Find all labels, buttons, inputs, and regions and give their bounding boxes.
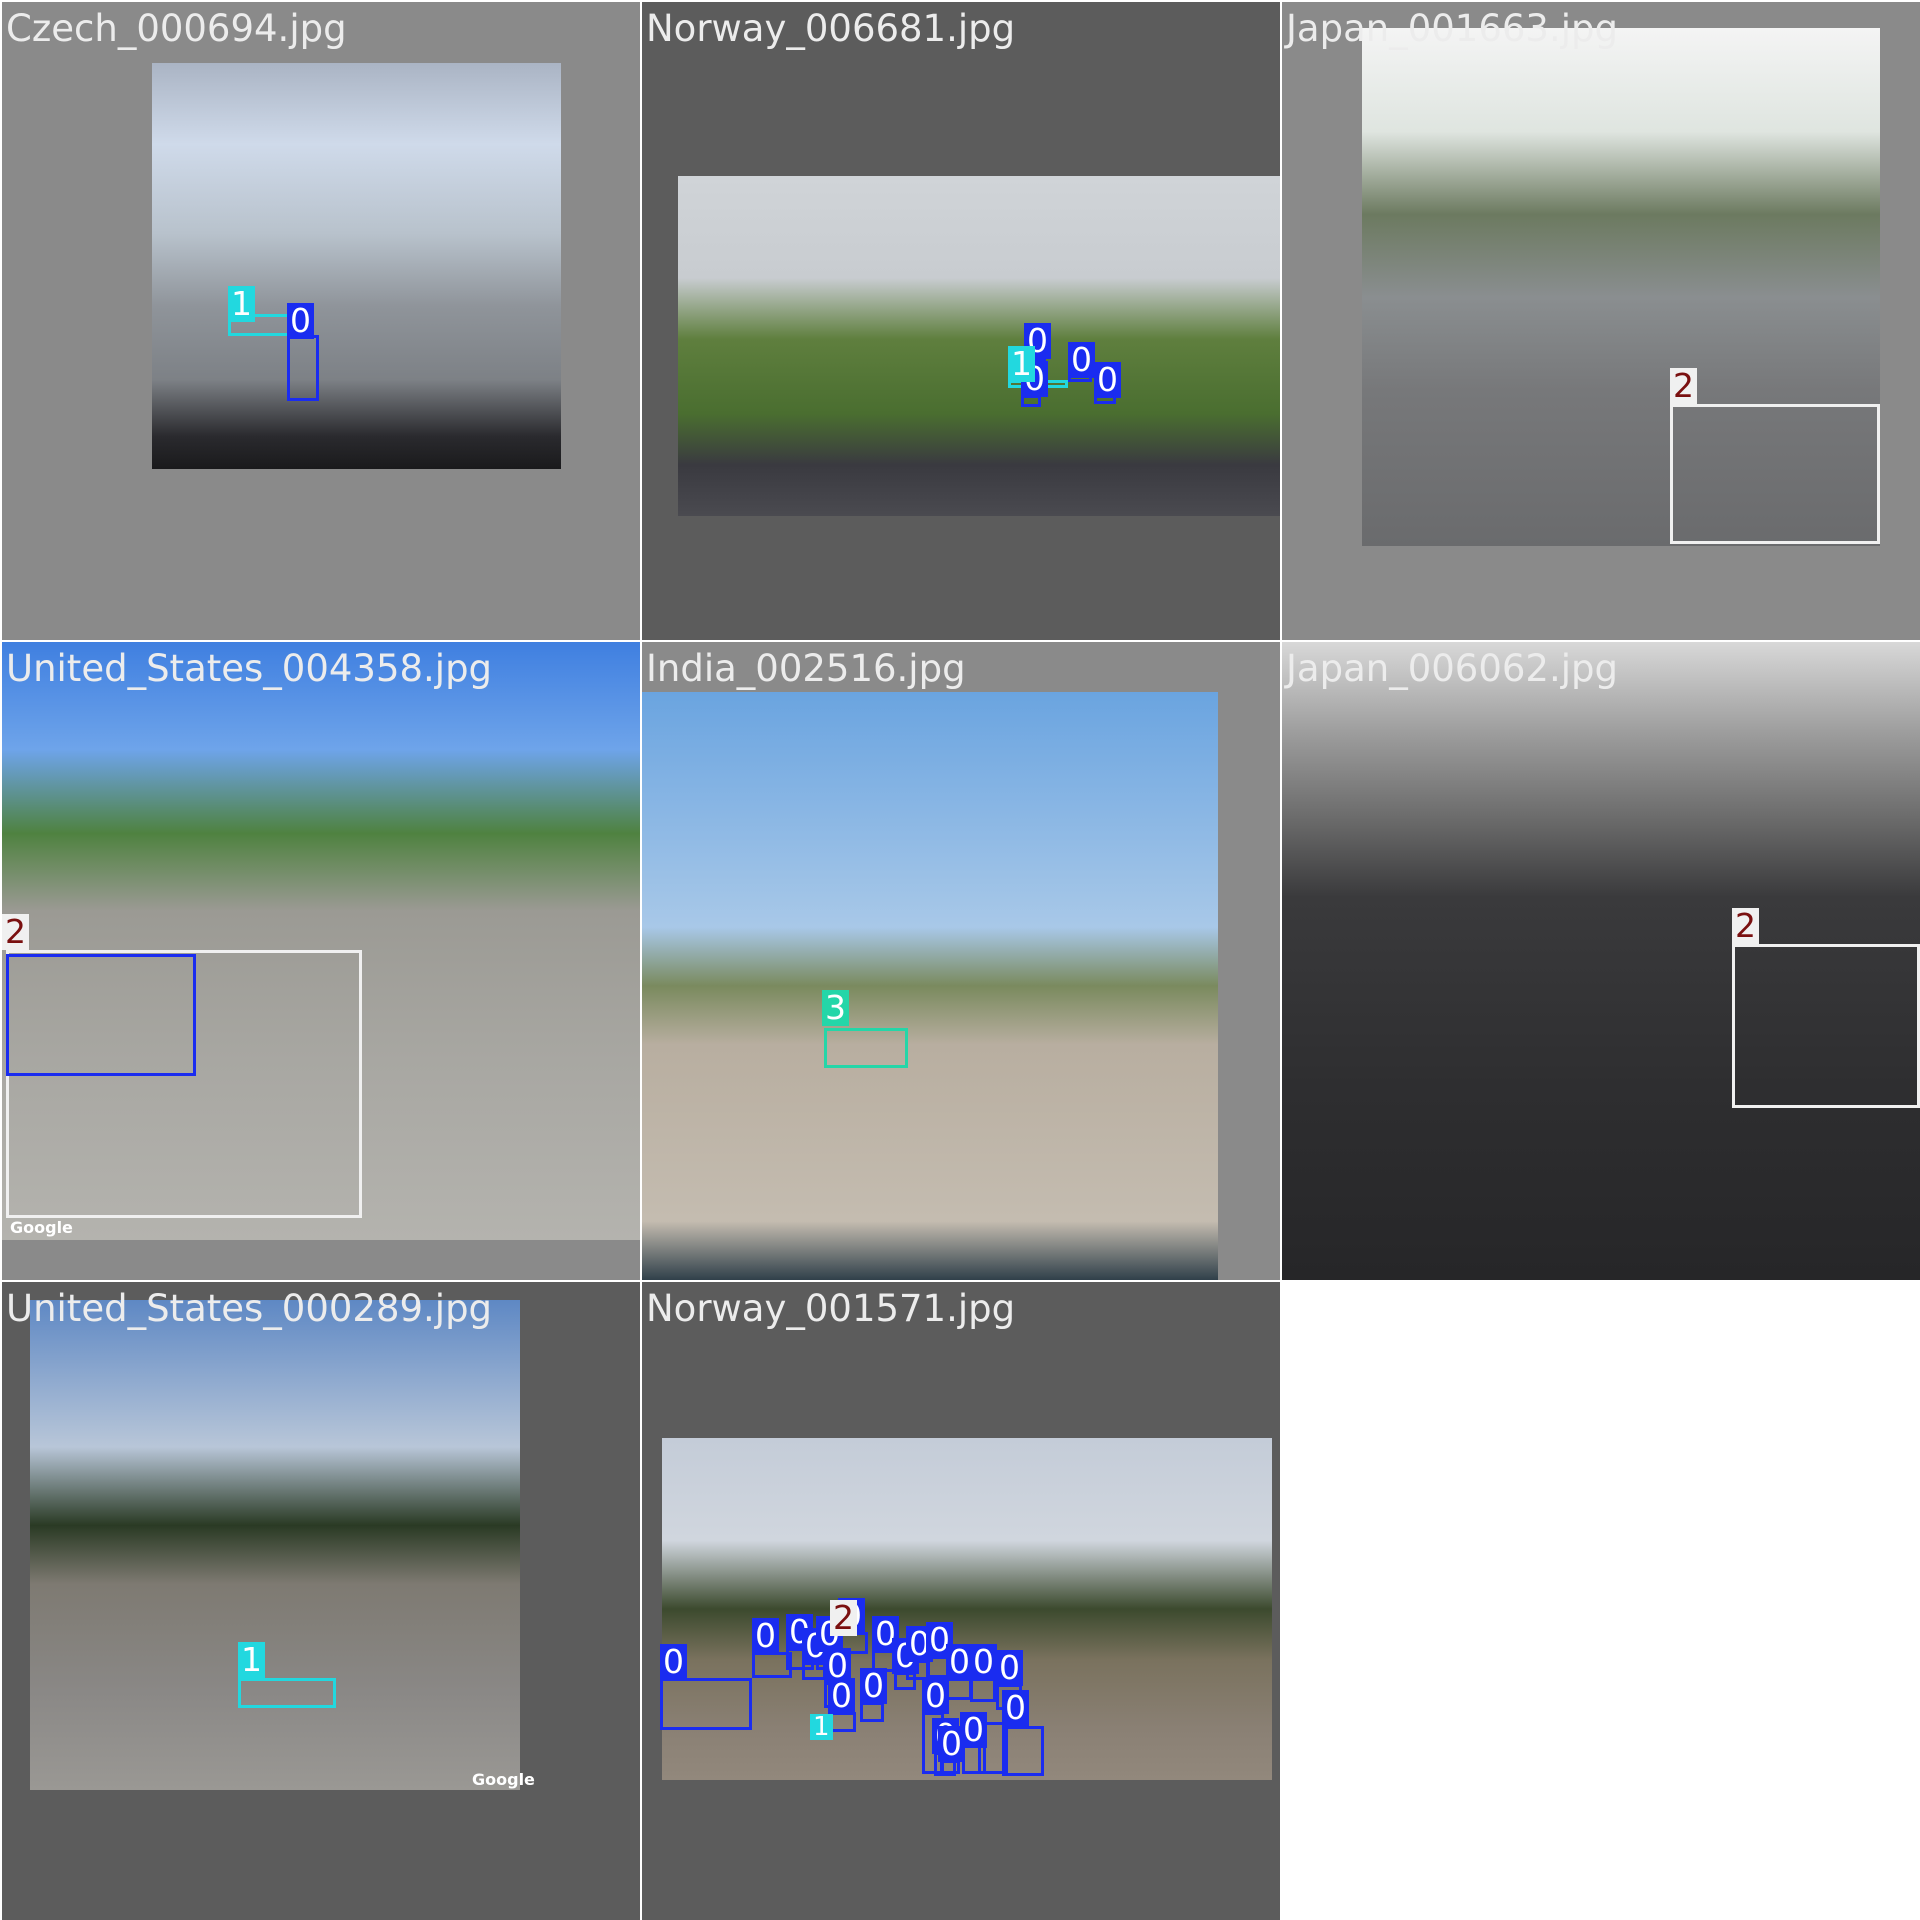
bbox-label: 0 <box>287 303 314 339</box>
bbox-class-2 <box>6 950 362 1218</box>
bbox-class-2 <box>1670 404 1880 544</box>
tile-united-states-004358: United_States_004358.jpg 2 Google <box>2 642 640 1280</box>
bbox-label: 0 <box>828 1678 855 1714</box>
google-watermark: Google <box>472 1770 535 1789</box>
road-photo <box>2 642 640 1240</box>
bbox-label: 2 <box>830 1600 857 1636</box>
bbox-label: 2 <box>1670 368 1697 404</box>
tile-norway-001571: Norway_001571.jpg 0 0 0 0 0 0 0 0 0 0 0 … <box>642 1282 1280 1920</box>
tile-filename: Norway_001571.jpg <box>646 1287 1016 1330</box>
road-photo <box>30 1300 520 1790</box>
road-photo <box>152 63 561 469</box>
bbox-label: 1 <box>238 1642 265 1678</box>
road-photo <box>1362 28 1880 546</box>
tile-filename: India_002516.jpg <box>646 647 966 690</box>
bbox-label: 0 <box>1068 342 1095 378</box>
bbox-label: 0 <box>860 1668 887 1704</box>
bbox-label: 0 <box>872 1616 899 1652</box>
bbox-class-0 <box>970 1678 996 1702</box>
road-photo <box>642 692 1218 1280</box>
tile-japan-006062: Japan_006062.jpg 2 <box>1282 642 1920 1280</box>
bbox-label: 1 <box>1008 346 1035 382</box>
bbox-label: 0 <box>1024 323 1051 359</box>
bbox-label: 2 <box>2 914 29 950</box>
bbox-label: 0 <box>752 1618 779 1654</box>
tile-filename: United_States_000289.jpg <box>6 1287 493 1330</box>
tile-japan-001663: Japan_001663.jpg 2 <box>1282 2 1920 640</box>
road-photo <box>678 176 1280 516</box>
tile-filename: Japan_006062.jpg <box>1286 647 1618 690</box>
bbox-label: 0 <box>926 1622 953 1658</box>
bbox-label: 0 <box>1094 362 1121 398</box>
bbox-class-3 <box>824 1028 908 1068</box>
bbox-class-0 <box>6 954 196 1076</box>
bbox-label: 0 <box>660 1644 687 1680</box>
tile-filename: Japan_001663.jpg <box>1286 7 1618 50</box>
bbox-class-0 <box>946 1678 972 1700</box>
bbox-class-0 <box>860 1702 884 1722</box>
bbox-class-0 <box>287 335 319 401</box>
tile-filename: Czech_000694.jpg <box>6 7 347 50</box>
bbox-label: 1 <box>228 286 255 322</box>
bbox-label: 0 <box>922 1678 949 1714</box>
tile-filename: United_States_004358.jpg <box>6 647 493 690</box>
tile-united-states-000289: United_States_000289.jpg 1 Google <box>2 1282 640 1920</box>
bbox-label: 0 <box>996 1650 1023 1686</box>
bbox-class-2 <box>1732 944 1920 1108</box>
bbox-class-0 <box>1002 1726 1044 1776</box>
bbox-label: 1 <box>810 1714 833 1740</box>
bbox-label: 0 <box>960 1712 987 1748</box>
bbox-label: 0 <box>946 1644 973 1680</box>
bbox-class-0 <box>660 1678 752 1730</box>
bbox-label: 0 <box>970 1644 997 1680</box>
bbox-label: 3 <box>822 990 849 1026</box>
bbox-label: 0 <box>1002 1690 1029 1726</box>
bbox-label: 2 <box>1732 908 1759 944</box>
tile-india-002516: India_002516.jpg 3 <box>642 642 1280 1280</box>
tile-norway-006681: Norway_006681.jpg 0 0 1 0 0 <box>642 2 1280 640</box>
bbox-class-1 <box>238 1678 336 1708</box>
tile-czech-000694: Czech_000694.jpg 1 0 <box>2 2 640 640</box>
google-watermark: Google <box>10 1218 73 1237</box>
road-photo <box>1282 642 1920 1280</box>
tile-filename: Norway_006681.jpg <box>646 7 1016 50</box>
bbox-class-0 <box>978 1722 1008 1774</box>
